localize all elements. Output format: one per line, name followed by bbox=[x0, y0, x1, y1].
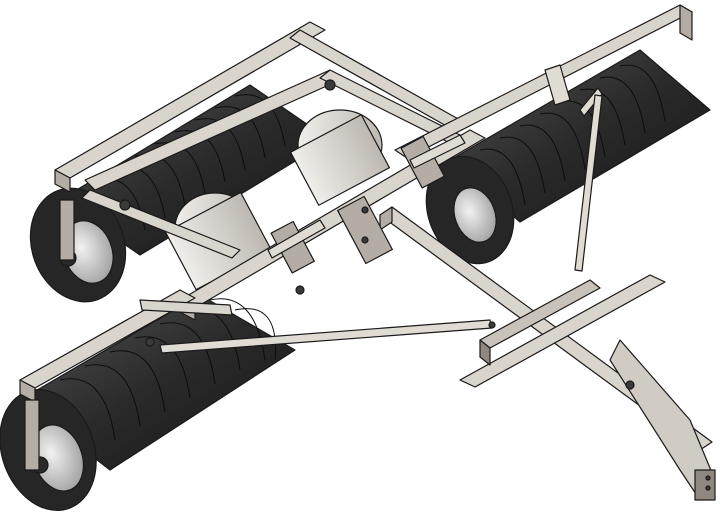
bolts bbox=[119, 79, 711, 491]
linkage-struts bbox=[159, 64, 603, 354]
center-drum-rear bbox=[289, 109, 391, 206]
roller-front-left bbox=[0, 294, 296, 511]
roller-right bbox=[425, 49, 711, 265]
